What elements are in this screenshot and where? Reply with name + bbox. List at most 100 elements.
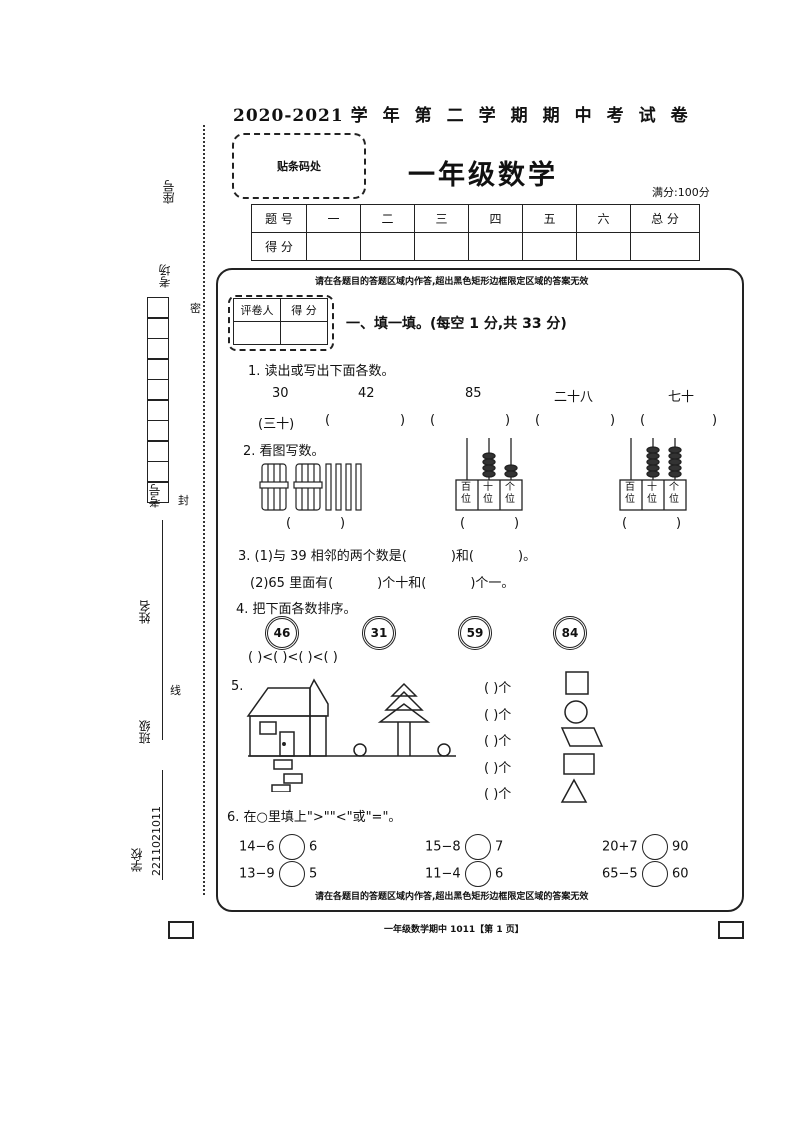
q2-paren-close: ) xyxy=(676,516,682,531)
abacus-1-label-tens: 十位 xyxy=(483,482,493,505)
school-underline[interactable] xyxy=(162,770,164,880)
binding-dotted-line xyxy=(203,125,205,895)
triangle-shape xyxy=(560,778,588,803)
q6-right: 7 xyxy=(495,839,504,855)
q1-answer-close: ) xyxy=(400,413,406,428)
abacus-2-label-tens: 十位 xyxy=(647,482,657,505)
class-underline[interactable] xyxy=(162,640,164,740)
binding-mark-mi: 密 xyxy=(190,300,201,316)
abacus-2-label-hundreds: 百位 xyxy=(625,482,635,505)
compare-circle[interactable] xyxy=(278,834,305,860)
notice-bottom: 请在各题目的答题区域内作答,超出黑色矩形边框限定区域的答案无效 xyxy=(315,892,589,902)
abacus-1-image xyxy=(455,438,523,511)
exam-year: 2020-2021 xyxy=(233,106,344,126)
q6-right: 5 xyxy=(309,866,318,882)
q3-line1-end: )。 xyxy=(518,549,537,564)
full-mark: 满分:100分 xyxy=(652,186,710,199)
seat-label: 座号 xyxy=(162,180,176,204)
q1-answer-open[interactable]: ( xyxy=(640,413,646,428)
school-label: 学校 xyxy=(130,848,144,872)
score-cell[interactable] xyxy=(360,232,415,261)
q6-right: 6 xyxy=(309,839,318,855)
q1-answer-open[interactable]: ( xyxy=(325,413,331,428)
score-header-cell: 三 xyxy=(414,204,469,233)
page-footer: 一年级数学期中 1011【第 1 页】 xyxy=(384,925,524,935)
q6-right: 6 xyxy=(495,866,504,882)
q3-line2-start: (2)65 里面有( xyxy=(250,576,334,591)
grader-name-cell[interactable] xyxy=(233,321,281,345)
score-cell[interactable] xyxy=(576,232,631,261)
compare-circle[interactable] xyxy=(278,861,305,887)
page-title: 一年级数学 xyxy=(408,160,558,191)
compare-circle[interactable] xyxy=(641,861,668,887)
q5-label: 5. xyxy=(231,679,244,694)
score-cell[interactable] xyxy=(522,232,577,261)
corner-mark-left xyxy=(168,921,194,939)
q6-item: 13−9 5 xyxy=(239,861,317,887)
q5-count-row[interactable]: ( )个 xyxy=(484,681,512,696)
q5-count-row[interactable]: ( )个 xyxy=(484,734,512,749)
grader-box xyxy=(228,295,334,351)
q2-paren-open[interactable]: ( xyxy=(460,516,466,531)
q1-prompt: 1. 读出或写出下面各数。 xyxy=(248,364,395,379)
exam-number-boxes[interactable] xyxy=(147,296,169,503)
q6-right: 60 xyxy=(672,866,689,882)
q6-left: 13−9 xyxy=(239,866,275,882)
q4-number-flower: 31 xyxy=(362,616,396,650)
grader-score-cell[interactable] xyxy=(280,321,328,345)
q6-left: 11−4 xyxy=(425,866,461,882)
q1-answer-open[interactable]: ( xyxy=(430,413,436,428)
barcode-area: 贴条码处 xyxy=(232,133,366,199)
q6-item: 15−8 7 xyxy=(425,834,503,860)
q3-line2-mid: )个十和( xyxy=(377,576,427,591)
sticks-bundles-image xyxy=(259,463,362,511)
q1-answer-open[interactable]: ( xyxy=(535,413,541,428)
grader-score-label: 得 分 xyxy=(280,298,328,322)
q2-paren-close: ) xyxy=(340,516,346,531)
name-label: 姓名 xyxy=(138,600,152,624)
notice-top: 请在各题目的答题区域内作答,超出黑色矩形边框限定区域的答案无效 xyxy=(315,277,589,287)
grader-table: 评卷人 得 分 xyxy=(233,298,328,345)
q6-prompt: 6. 在○里填上">""<"或"="。 xyxy=(227,810,402,825)
compare-circle[interactable] xyxy=(641,834,668,860)
name-underline[interactable] xyxy=(162,520,164,640)
square-shape xyxy=(565,671,589,695)
class-label: 班级 xyxy=(138,720,152,744)
q5-count-row[interactable]: ( )个 xyxy=(484,787,512,802)
q1-answer-example: (三十) xyxy=(258,417,295,432)
score-cell[interactable] xyxy=(306,232,361,261)
score-header-cell: 六 xyxy=(576,204,631,233)
q2-paren-open[interactable]: ( xyxy=(622,516,628,531)
exam-number-label: 考号 xyxy=(148,484,162,508)
score-header-cell: 四 xyxy=(468,204,523,233)
q6-left: 20+7 xyxy=(602,839,638,855)
q2-paren-open[interactable]: ( xyxy=(286,516,292,531)
q4-number-flower: 84 xyxy=(553,616,587,650)
score-table: 题 号 一 二 三 四 五 六 总 分 得 分 xyxy=(251,204,700,261)
shape-legend xyxy=(560,671,604,803)
score-row-label: 得 分 xyxy=(251,232,307,261)
q6-item: 11−4 6 xyxy=(425,861,503,887)
compare-circle[interactable] xyxy=(464,834,491,860)
q6-item: 14−6 6 xyxy=(239,834,317,860)
q4-number-flower: 59 xyxy=(458,616,492,650)
score-cell[interactable] xyxy=(468,232,523,261)
abacus-2-image xyxy=(619,438,687,511)
abacus-1-label-hundreds: 百位 xyxy=(461,482,471,505)
room-label: 考场 xyxy=(158,264,172,288)
q6-item: 20+7 90 xyxy=(602,834,689,860)
binding-mark-xian: 线 xyxy=(170,682,181,698)
score-header-cell: 一 xyxy=(306,204,361,233)
q1-answer-close: ) xyxy=(610,413,616,428)
q5-count-row[interactable]: ( )个 xyxy=(484,708,512,723)
q6-right: 90 xyxy=(672,839,689,855)
score-header-cell: 总 分 xyxy=(630,204,700,233)
score-table-header-row: 题 号 一 二 三 四 五 六 总 分 xyxy=(251,204,700,233)
q4-sequence[interactable]: ( )<( )<( )<( ) xyxy=(248,650,338,665)
q3-line1-start: 3. (1)与 39 相邻的两个数是( xyxy=(238,549,407,564)
score-header-cell: 五 xyxy=(522,204,577,233)
score-cell[interactable] xyxy=(630,232,700,261)
q5-count-row[interactable]: ( )个 xyxy=(484,761,512,776)
score-cell[interactable] xyxy=(414,232,469,261)
compare-circle[interactable] xyxy=(464,861,491,887)
